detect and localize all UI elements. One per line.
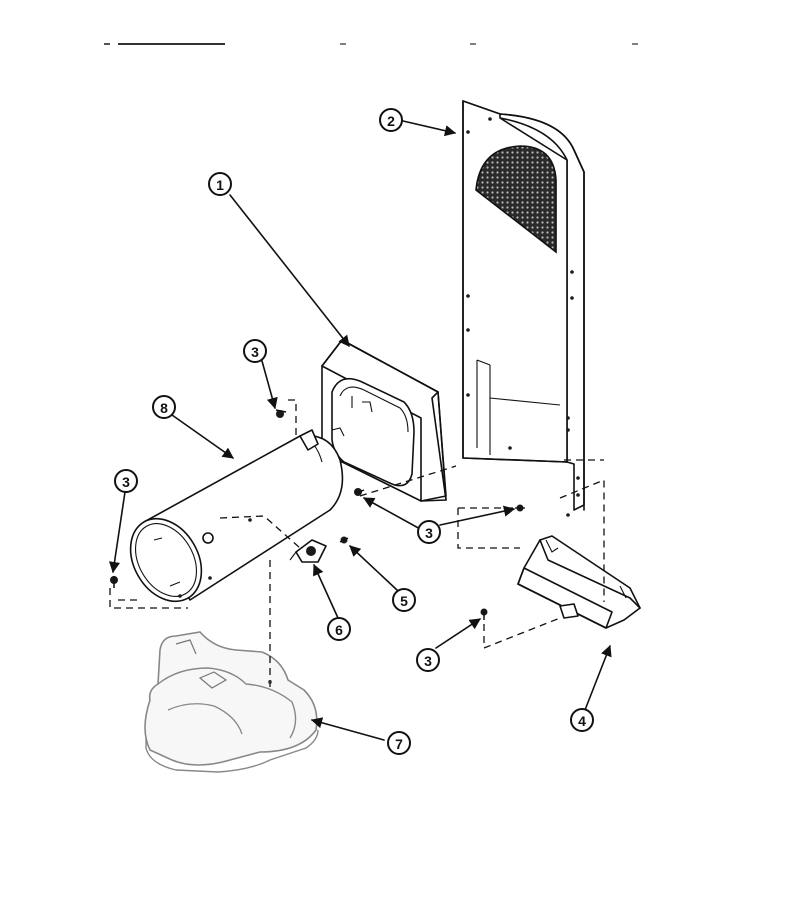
callout-5-label: 5 — [400, 593, 408, 609]
callout-3-left-label: 3 — [122, 474, 130, 490]
callout-4-label: 4 — [578, 713, 586, 729]
callout-3-top: 3 — [243, 339, 267, 363]
callout-8-label: 8 — [160, 400, 168, 416]
callout-1: 1 — [208, 172, 232, 196]
burner-housing-outline — [144, 631, 319, 773]
callout-2-label: 2 — [387, 113, 395, 129]
callout-8: 8 — [152, 395, 176, 419]
thermostat-part — [289, 536, 349, 563]
callout-7-label: 7 — [395, 736, 403, 752]
callout-3-middle: 3 — [417, 520, 441, 544]
callout-7: 7 — [387, 731, 411, 755]
callout-2: 2 — [379, 108, 403, 132]
callout-5: 5 — [392, 588, 416, 612]
callout-6-label: 6 — [335, 622, 343, 638]
leader-lines — [108, 120, 612, 741]
callout-3-bottom: 3 — [416, 648, 440, 672]
callout-3-top-label: 3 — [251, 344, 259, 360]
callout-1-label: 1 — [216, 177, 224, 193]
heater-drum — [129, 429, 344, 603]
duct-frame — [321, 339, 447, 502]
callout-6: 6 — [327, 617, 351, 641]
rear-vent-panel — [462, 100, 585, 517]
mounting-bracket — [517, 535, 641, 629]
screw-group — [110, 409, 525, 620]
callout-3-bottom-label: 3 — [424, 653, 432, 669]
callout-3-middle-label: 3 — [425, 525, 433, 541]
callout-3-left: 3 — [114, 469, 138, 493]
callout-4: 4 — [570, 708, 594, 732]
